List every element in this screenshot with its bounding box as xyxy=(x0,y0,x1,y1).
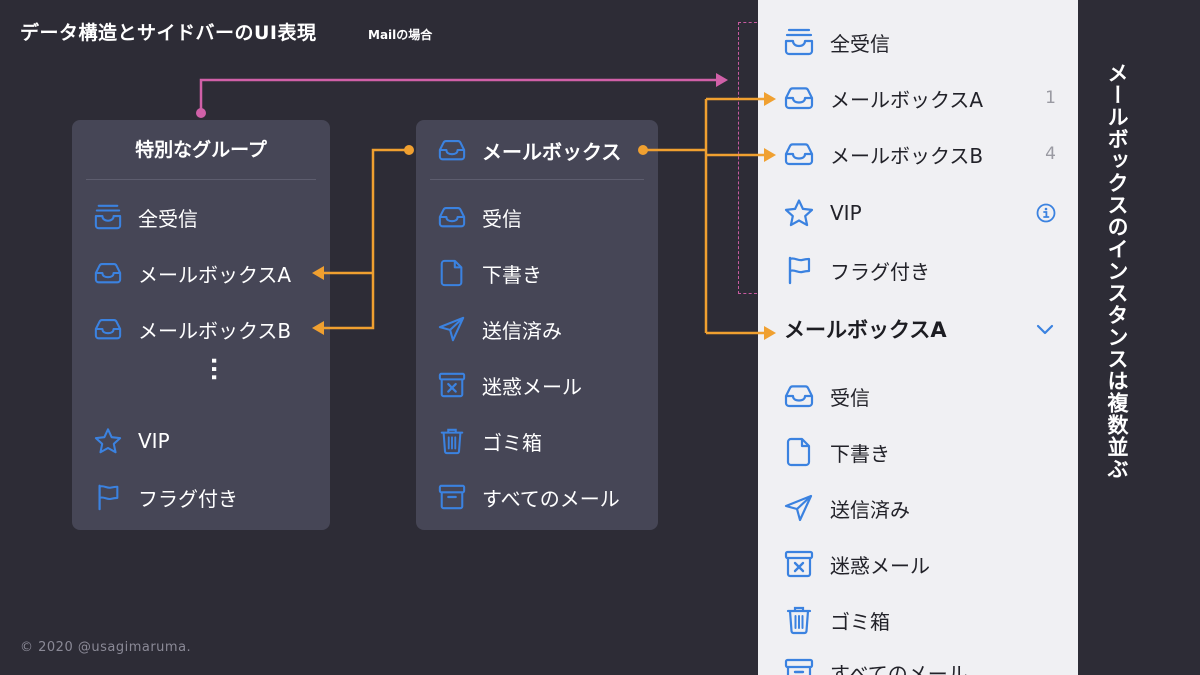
item-label: 迷惑メール xyxy=(830,553,930,578)
tray-icon xyxy=(92,314,124,344)
tray-icon xyxy=(782,380,816,412)
item-label: メールボックスB xyxy=(138,318,292,343)
trash-icon xyxy=(782,604,816,636)
item-label: 全受信 xyxy=(830,31,890,56)
flag-icon xyxy=(782,254,816,286)
page-subtitle: Mailの場合 xyxy=(368,28,433,42)
document-icon xyxy=(436,258,468,288)
item-label: 受信 xyxy=(830,385,870,410)
paper-plane-icon xyxy=(436,314,468,344)
flag-icon xyxy=(92,482,124,512)
mailbox-item-junk[interactable]: 迷惑メール xyxy=(416,365,658,405)
section-header-mailbox-a[interactable]: メールボックスA xyxy=(784,318,947,342)
vertical-note: メールボックスのインスタンスは複数並ぶ xyxy=(1105,62,1129,480)
trash-icon xyxy=(436,426,468,456)
sidebar-bracket xyxy=(738,22,757,294)
special-item-mailbox-a[interactable]: メールボックスA xyxy=(72,253,330,293)
chevron-down-icon[interactable] xyxy=(1035,322,1055,338)
sidebar-section-item-sent[interactable]: 送信済み xyxy=(758,486,1078,530)
sidebar-item-vip[interactable]: VIP xyxy=(758,191,1078,235)
sidebar-section-item-drafts[interactable]: 下書き xyxy=(758,430,1078,474)
sidebar-section-item-trash[interactable]: ゴミ箱 xyxy=(758,598,1078,642)
tray-icon xyxy=(782,82,816,114)
item-label: 送信済み xyxy=(482,318,562,343)
divider xyxy=(430,179,644,180)
item-label: フラグ付き xyxy=(138,486,238,511)
item-label: すべてのメール xyxy=(482,486,620,511)
item-label: 全受信 xyxy=(138,206,198,231)
unread-count: 1 xyxy=(1045,88,1056,108)
special-item-all-inboxes[interactable]: 全受信 xyxy=(72,197,330,237)
star-icon xyxy=(782,197,816,229)
item-label: VIP xyxy=(138,429,170,453)
tray-icon xyxy=(436,135,468,165)
document-icon xyxy=(782,436,816,468)
item-label: ゴミ箱 xyxy=(482,430,542,455)
sidebar-section-item-inbox[interactable]: 受信 xyxy=(758,374,1078,418)
mailbox-item-sent[interactable]: 送信済み xyxy=(416,309,658,349)
sidebar-section-item-all-mail[interactable]: すべてのメール xyxy=(758,650,1078,675)
junk-icon xyxy=(436,370,468,400)
sidebar-item-all-inboxes[interactable]: 全受信 xyxy=(758,20,1078,64)
more-ellipsis-icon: ··· xyxy=(200,356,226,382)
item-label: メールボックスA xyxy=(138,262,292,287)
special-group-header: 特別なグループ xyxy=(135,139,267,161)
mail-sidebar: 全受信 メールボックスA 1 メールボックスB 4 VIP フラグ付き メールボ… xyxy=(758,0,1078,675)
tray-icon xyxy=(92,258,124,288)
item-label: 下書き xyxy=(482,262,542,287)
special-item-mailbox-b[interactable]: メールボックスB xyxy=(72,309,330,349)
mailbox-item-drafts[interactable]: 下書き xyxy=(416,253,658,293)
inbox-stack-icon xyxy=(782,26,816,58)
item-label: メールボックスA xyxy=(830,87,984,112)
item-label: フラグ付き xyxy=(830,259,930,284)
sidebar-item-mailbox-b[interactable]: メールボックスB 4 xyxy=(758,132,1078,176)
item-label: 下書き xyxy=(830,441,890,466)
special-item-flagged[interactable]: フラグ付き xyxy=(72,477,330,517)
item-label: 迷惑メール xyxy=(482,374,582,399)
unread-count: 4 xyxy=(1045,144,1056,164)
tray-icon xyxy=(782,138,816,170)
mailbox-header-label: メールボックス xyxy=(482,139,622,164)
mailbox-item-all-mail[interactable]: すべてのメール xyxy=(416,477,658,517)
pink-connector-arrow xyxy=(196,73,728,118)
paper-plane-icon xyxy=(782,492,816,524)
sidebar-item-flagged[interactable]: フラグ付き xyxy=(758,248,1078,292)
item-label: VIP xyxy=(830,201,862,225)
mailbox-item-trash[interactable]: ゴミ箱 xyxy=(416,421,658,461)
special-group-panel: 特別なグループ 全受信 メールボックスA メールボックスB VIP フラグ付き xyxy=(72,120,330,530)
divider xyxy=(86,179,316,180)
archive-icon xyxy=(436,482,468,512)
item-label: ゴミ箱 xyxy=(830,609,890,634)
info-icon[interactable] xyxy=(1036,203,1056,223)
item-label: すべてのメール xyxy=(830,661,968,675)
sidebar-item-mailbox-a[interactable]: メールボックスA 1 xyxy=(758,76,1078,120)
star-icon xyxy=(92,426,124,456)
item-label: 受信 xyxy=(482,206,522,231)
item-label: 送信済み xyxy=(830,497,910,522)
junk-icon xyxy=(782,548,816,580)
page-title: データ構造とサイドバーのUI表現 xyxy=(20,22,317,44)
archive-icon xyxy=(782,656,816,675)
mailbox-panel: メールボックス 受信 下書き 送信済み 迷惑メール ゴミ箱 すべてのメール xyxy=(416,120,658,530)
mailbox-header: メールボックス xyxy=(416,130,658,170)
sidebar-section-item-junk[interactable]: 迷惑メール xyxy=(758,542,1078,586)
inbox-stack-icon xyxy=(92,202,124,232)
tray-icon xyxy=(436,202,468,232)
mailbox-item-inbox[interactable]: 受信 xyxy=(416,197,658,237)
item-label: メールボックスB xyxy=(830,143,984,168)
special-item-vip[interactable]: VIP xyxy=(72,421,330,461)
copyright: © 2020 @usagimaruma. xyxy=(20,640,192,655)
